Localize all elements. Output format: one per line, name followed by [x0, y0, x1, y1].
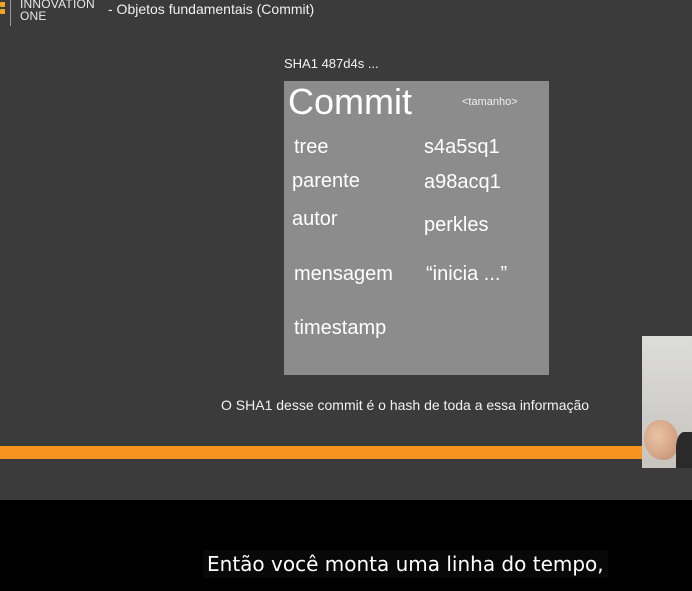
commit-object-box: Commit <tamanho> tree s4a5sq1 parente a9…	[284, 81, 549, 375]
field-key-tree: tree	[294, 136, 329, 158]
commit-size-label: <tamanho>	[462, 96, 518, 108]
slide-title: - Objetos fundamentais (Commit)	[108, 1, 315, 17]
field-value-mensagem: “inicia ...”	[426, 263, 508, 285]
presenter-shadow	[676, 432, 692, 468]
field-key-mensagem: mensagem	[294, 263, 393, 285]
video-subtitle: Então você monta uma linha do tempo,	[203, 550, 608, 578]
brand-logo-icon	[0, 2, 8, 26]
field-key-autor: autor	[292, 208, 338, 230]
presenter-hand	[644, 420, 678, 460]
field-value-tree: s4a5sq1	[424, 136, 500, 158]
sha-label: SHA1 487d4s ...	[284, 56, 379, 71]
caption-area: Então você monta uma linha do tempo,	[0, 500, 692, 591]
brand-line-2: ONE	[20, 9, 47, 23]
webcam-overlay	[642, 336, 692, 468]
slide-caption: O SHA1 desse commit é o hash de toda a e…	[221, 397, 590, 413]
brand-name: INNOVATION ONE	[20, 0, 95, 22]
field-value-autor: perkles	[424, 214, 489, 236]
field-value-parente: a98acq1	[424, 171, 501, 193]
field-key-parente: parente	[292, 170, 360, 192]
commit-title: Commit	[288, 81, 412, 122]
accent-bar	[0, 446, 650, 459]
field-key-timestamp: timestamp	[294, 317, 387, 339]
video-slide: INNOVATION ONE - Objetos fundamentais (C…	[0, 0, 692, 500]
header-divider	[10, 0, 11, 26]
brand-line-1: INNOVATION	[20, 0, 95, 11]
